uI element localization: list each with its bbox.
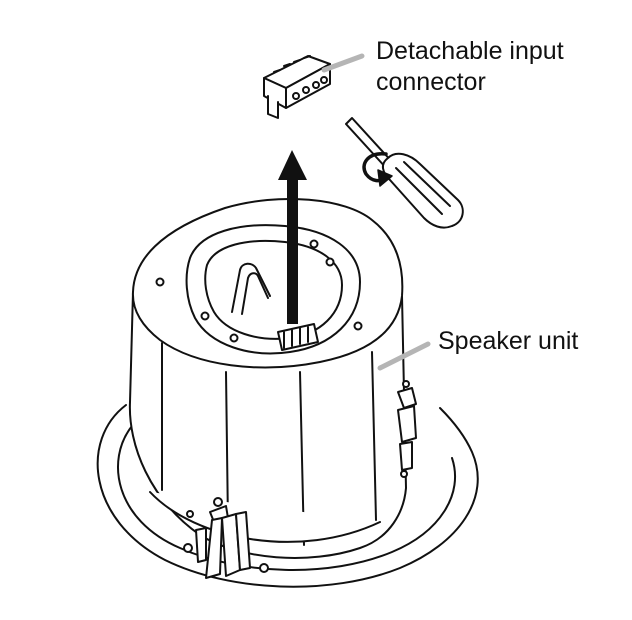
connector-label-line-1: Detachable input [376, 37, 564, 65]
top-opening [155, 224, 363, 355]
lift-arrow-icon [278, 150, 307, 324]
connector-label: Detachable input connector [376, 36, 564, 98]
screwdriver [345, 117, 464, 229]
detachable-connector [263, 55, 331, 119]
rotation-arrowhead-icon [377, 169, 393, 187]
side-clamp-right [397, 380, 417, 478]
speaker-leader-line [377, 341, 431, 371]
front-clamp [183, 497, 269, 579]
connector-label-line-2: connector [376, 68, 486, 96]
connector-leader-line [321, 53, 365, 73]
speaker-unit-label: Speaker unit [438, 327, 579, 355]
